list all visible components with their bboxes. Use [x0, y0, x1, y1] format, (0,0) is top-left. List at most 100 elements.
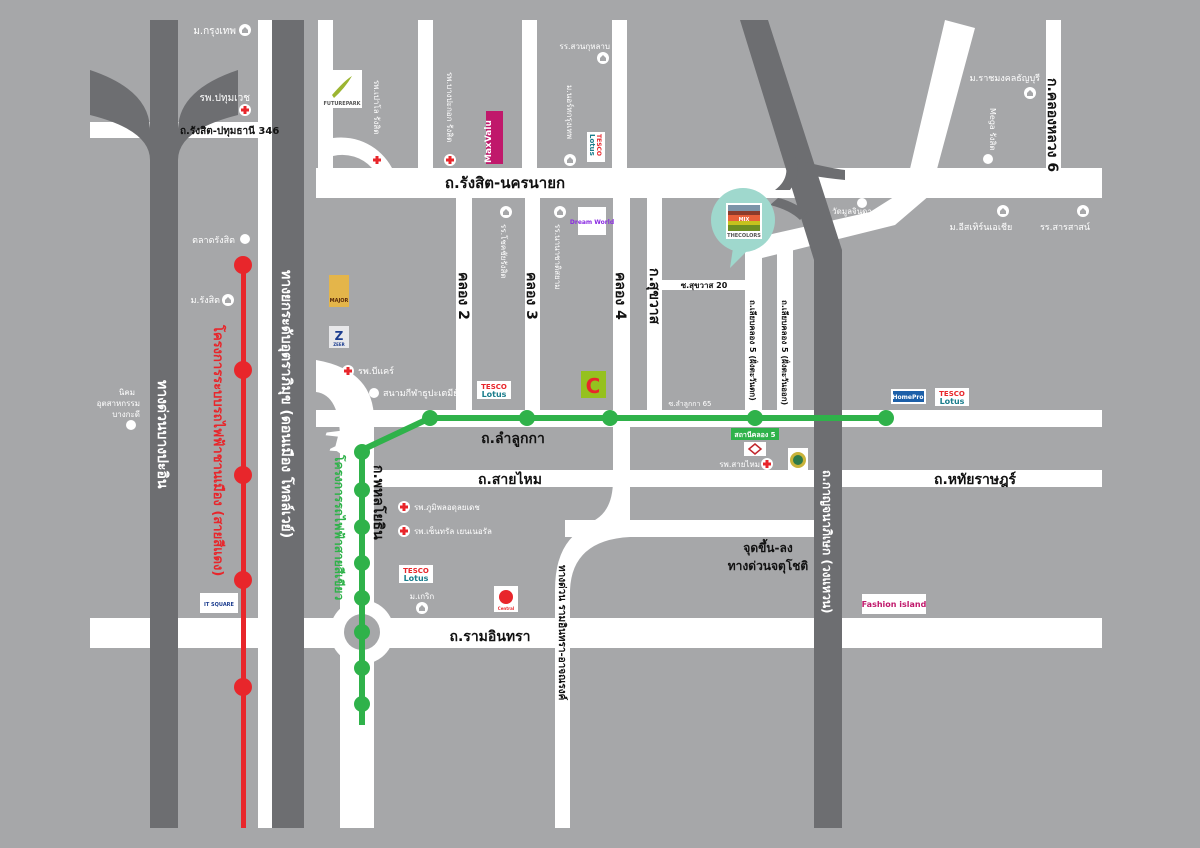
place-label: รพ.สายไหม [719, 460, 760, 469]
red-line [234, 256, 252, 828]
future-park-logo: FUTUREPARK [322, 70, 362, 108]
road-liap-east [777, 240, 793, 415]
svg-text:Dream World: Dream World [570, 219, 614, 226]
svg-text:MIX: MIX [739, 217, 750, 223]
svg-text:IT SQUARE: IT SQUARE [204, 602, 234, 608]
road-label: ทางด่วน รามอินทรา-อาจณรงค์ [556, 565, 568, 701]
hospital-icon [342, 365, 354, 377]
place-label: รร.นานาชาติสยาม [553, 224, 562, 290]
hospital-icon [398, 525, 410, 537]
svg-text:THECOLORS: THECOLORS [727, 233, 761, 239]
place-label: ม.ราชมงคลธัญบุรี [970, 73, 1041, 84]
road-label: ถ.เลียบคลอง 5 (ฝั่งตะวันออก) [780, 300, 791, 405]
school-icon [564, 154, 576, 166]
road-tollway-frontage [258, 20, 274, 828]
place-label: บางกะดี [112, 410, 140, 419]
place-label: รร.โชคชัยรังสิต [499, 224, 509, 279]
svg-text:Central: Central [498, 606, 515, 611]
road-label: คลอง 4 [612, 272, 628, 320]
expressway-label: ทางด่วนบางปะอิน [154, 380, 170, 489]
svg-text:Lotus: Lotus [940, 397, 965, 406]
it-square-logo: IT SQUARE [200, 593, 238, 613]
red-line-station [234, 466, 252, 484]
road-top-2 [418, 20, 433, 170]
svg-text:HomePro: HomePro [893, 394, 924, 401]
expressway-label: ทางยกระดับอุตราภิมุข (ดอนเมือง โทลล์เวย์… [278, 270, 296, 538]
expressway-label: ถ.กาญจนาภิเษก (วงแหวน) [820, 470, 834, 614]
road-label: ก.สุขวาส [646, 268, 662, 325]
hospital-icon [371, 154, 383, 166]
green-line-station [354, 482, 370, 498]
school-icon [597, 52, 609, 64]
road-label: ถ.เลียบคลอง 5 (ฝั่งตะวันตก) [748, 300, 759, 401]
green-line-station [354, 590, 370, 606]
svg-text:ZEER: ZEER [333, 342, 344, 347]
green-line-station [878, 410, 894, 426]
place-label: ม.เกริก [410, 592, 435, 601]
big-c-logo: C [581, 371, 606, 398]
hospital-icon [398, 501, 410, 513]
place-label: รร.สารสาสน์ [1040, 221, 1090, 233]
place-label: รพ.เปาโล รังสิต [372, 80, 382, 134]
place-label: ตลาดรังสิต [192, 235, 235, 246]
place-label: ม.อีสเทิร์นเอเชีย [950, 221, 1013, 233]
place-label: รพ.บางปะกอก รังสิต [445, 72, 454, 142]
road-liap-west [745, 245, 762, 415]
svg-text:TESCO: TESCO [939, 390, 965, 398]
road-label: ซ.สุขวาส 20 [681, 281, 728, 291]
green-line-station [602, 410, 618, 426]
hospital-icon [761, 458, 773, 470]
location-dot-icon [369, 388, 379, 398]
road-label: ถ.รามอินทรา [450, 629, 531, 645]
red-line-station [234, 678, 252, 696]
svg-text:FUTUREPARK: FUTUREPARK [323, 101, 361, 107]
fashion-island-logo: Fashion island [862, 594, 927, 614]
svg-text:MaxValu: MaxValu [484, 120, 494, 163]
central-logo: Central [494, 586, 518, 612]
airplane-icon [325, 420, 357, 456]
khlong5-station-badge [731, 428, 779, 440]
road-khlongluang6 [1046, 20, 1061, 170]
university-seal-logo [788, 448, 808, 472]
road-label: คลอง 2 [455, 272, 471, 320]
road-ramintra [90, 618, 1102, 648]
green-line-station [422, 410, 438, 426]
svg-text:Z: Z [335, 329, 344, 343]
location-dot-icon [857, 198, 867, 208]
road-soi-sukhawat20 [662, 280, 746, 290]
red-line-station [234, 571, 252, 589]
school-icon [222, 294, 234, 306]
school-icon [1024, 87, 1036, 99]
road-khlong3 [525, 196, 540, 412]
svg-text:Lotus: Lotus [482, 390, 507, 399]
school-icon [416, 602, 428, 614]
road-rangsit-nakhonnayok [316, 168, 1102, 198]
school-icon [554, 206, 566, 218]
khlong5-station-label: สถานีคลอง 5 [734, 431, 775, 439]
green-line-station [354, 444, 370, 460]
place-label: รพ.บีแคร์ [358, 365, 394, 377]
svg-text:C: C [586, 374, 601, 398]
dream-world-logo: Dream World [570, 207, 614, 235]
hospital-icon [239, 104, 251, 116]
green-line-station [354, 555, 370, 571]
road-top-4 [612, 20, 627, 170]
place-label: รร.สวนกุหลาบ [559, 42, 610, 51]
road-label: ซ.ลำลูกกา 65 [668, 400, 711, 408]
school-icon [997, 205, 1009, 217]
place-label: ม.กรุงเทพ [193, 26, 236, 37]
green-line-station [354, 696, 370, 712]
homepro-logo: HomePro [891, 389, 926, 404]
expressways [90, 20, 845, 828]
place-label: ม.นอร์ทกรุงเทพ [565, 85, 575, 139]
road-khlong2 [456, 196, 472, 412]
place-label: สนามกีฬาธูปะเตมีย์ [383, 387, 458, 399]
road-label: คลอง 3 [523, 272, 539, 320]
green-line-station [354, 660, 370, 676]
road-label: ก.คลองหลวง 6 [1044, 78, 1060, 172]
